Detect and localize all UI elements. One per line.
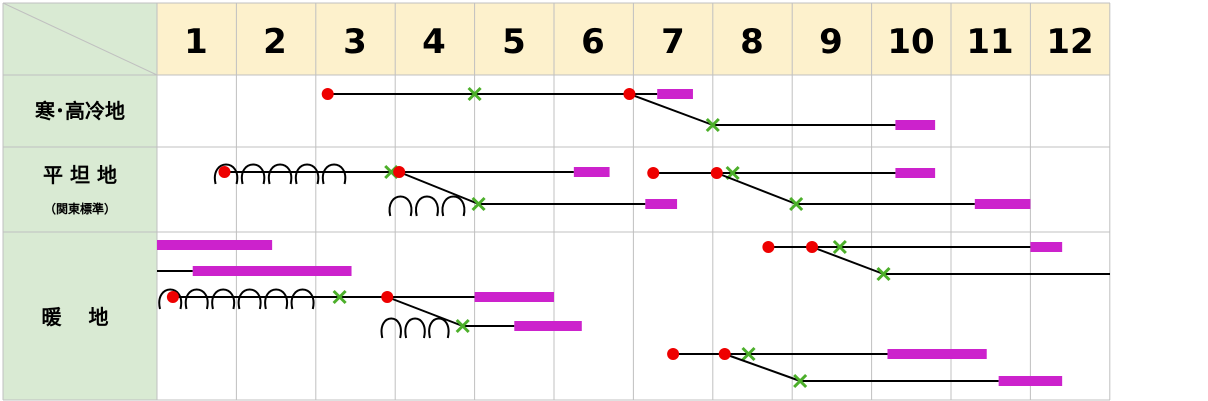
- harvest-bar: [895, 120, 936, 130]
- plant-cross: [705, 117, 720, 133]
- harvest-bar: [474, 292, 554, 302]
- schedule-row: [380, 291, 582, 339]
- month-label: 4: [422, 22, 446, 62]
- harvest-bar: [895, 168, 936, 178]
- schedule-row: [157, 266, 352, 276]
- harvest-bar: [192, 266, 352, 276]
- plant-cross: [467, 86, 482, 102]
- plant-cross: [741, 346, 756, 362]
- schedule-row: [158, 288, 554, 310]
- plant-cross: [789, 196, 804, 212]
- sow-dot: [623, 88, 636, 100]
- plant-cross: [471, 196, 486, 212]
- plant-cross: [793, 373, 808, 389]
- plant-cross: [832, 239, 847, 255]
- plant-cross: [876, 266, 891, 282]
- month-label: 6: [581, 22, 605, 62]
- month-label: 11: [966, 22, 1013, 62]
- sow-dot: [218, 166, 231, 178]
- region-label-warm: 暖 地: [42, 305, 109, 329]
- month-label: 8: [740, 22, 764, 62]
- schedule-marks: [157, 86, 1110, 389]
- tunnel-arc: [213, 163, 347, 185]
- region-column-bg: [3, 75, 157, 400]
- sow-dot: [718, 348, 731, 360]
- schedule-row: [647, 165, 936, 181]
- plant-cross: [332, 289, 347, 305]
- harvest-bar: [157, 240, 273, 250]
- sow-connector-line: [386, 296, 464, 327]
- harvest-bar: [645, 199, 678, 209]
- sow-dot: [393, 166, 406, 178]
- month-label: 12: [1046, 22, 1093, 62]
- harvest-bar: [998, 376, 1063, 386]
- region-labels: 寒･高冷地 平 坦 地 （関東標準） 暖 地: [35, 99, 125, 329]
- harvest-bar: [514, 321, 582, 331]
- sow-connector-line: [398, 171, 479, 205]
- sow-connector-line: [629, 93, 714, 126]
- schedule-row: [157, 240, 273, 250]
- sow-dot: [762, 241, 775, 253]
- sow-connector-line: [811, 246, 884, 275]
- harvest-bar: [657, 89, 693, 99]
- month-label: 5: [502, 22, 526, 62]
- tunnel-arc: [158, 288, 315, 310]
- sow-dot: [647, 167, 660, 179]
- plant-cross: [455, 318, 470, 334]
- harvest-bar: [573, 167, 610, 177]
- sow-connector-line: [716, 172, 797, 205]
- sow-dot: [667, 348, 680, 360]
- sow-dot: [381, 291, 394, 303]
- schedule-row: [388, 166, 678, 217]
- tunnel-arc: [380, 317, 450, 339]
- sow-dot: [806, 241, 819, 253]
- schedule-row: [710, 167, 1031, 212]
- sow-dot: [321, 88, 334, 100]
- schedule-row: [213, 163, 610, 185]
- corner-diagonal: [2, 2, 158, 76]
- schedule-row: [667, 346, 987, 362]
- schedule-row: [718, 348, 1063, 389]
- month-label: 7: [661, 22, 685, 62]
- schedule-row: [806, 241, 1110, 282]
- month-labels: 1 2 3 4 5 6 7 8 9 10 11 12: [184, 22, 1094, 62]
- tunnel-arc: [388, 195, 466, 217]
- sow-connector-line: [724, 353, 801, 382]
- month-label: 10: [887, 22, 934, 62]
- sow-dot: [166, 291, 179, 303]
- harvest-bar: [1030, 242, 1063, 252]
- month-label: 3: [343, 22, 367, 62]
- sow-dot: [710, 167, 723, 179]
- region-label-plain: 平 坦 地: [43, 163, 117, 187]
- schedule-row: [623, 88, 936, 133]
- month-label: 2: [263, 22, 287, 62]
- region-sublabel-plain: （関東標準）: [44, 201, 116, 216]
- harvest-bar: [974, 199, 1031, 209]
- month-label: 1: [184, 22, 208, 62]
- schedule-row: [321, 86, 693, 102]
- month-label: 9: [819, 22, 843, 62]
- harvest-bar: [887, 349, 987, 359]
- region-label-cold: 寒･高冷地: [35, 99, 125, 123]
